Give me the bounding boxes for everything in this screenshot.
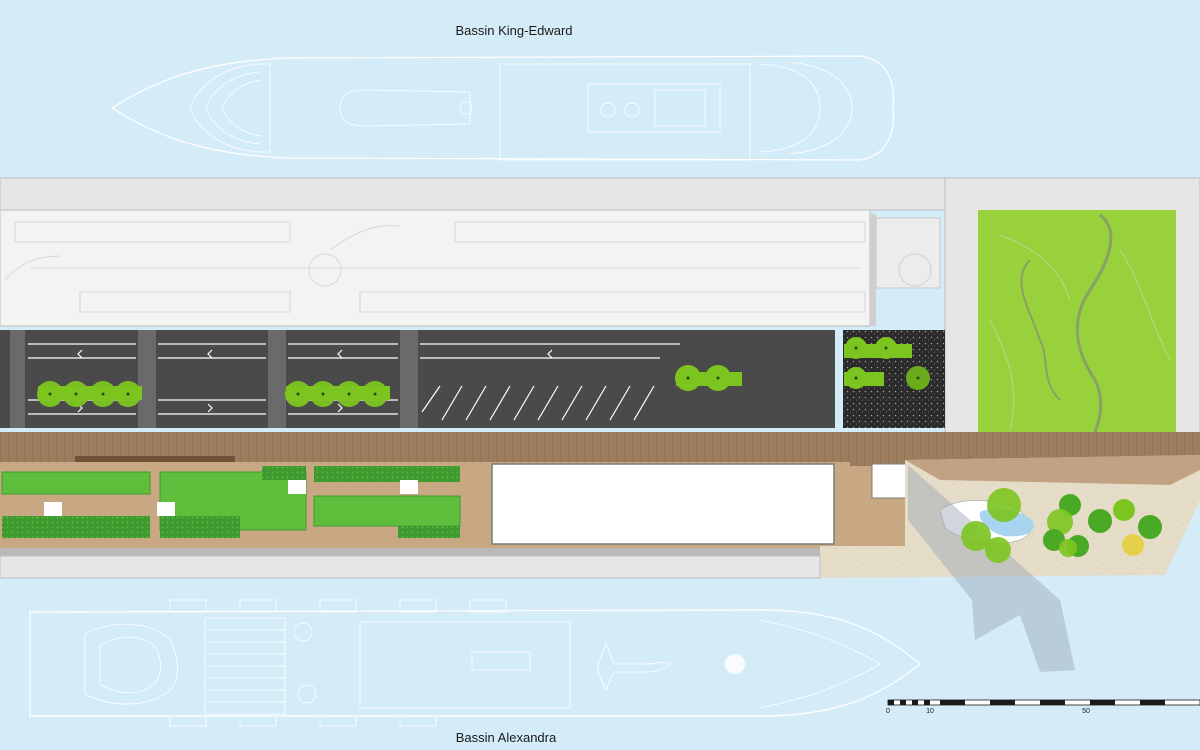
top-basin-label: Bassin King-Edward — [455, 23, 572, 38]
lane-arrow — [337, 403, 343, 413]
terminal-building — [0, 209, 941, 327]
lane-arrow — [207, 349, 213, 359]
bottom-ship-outline — [29, 599, 921, 727]
road-parking-area — [0, 330, 835, 428]
lane-arrow — [337, 349, 343, 359]
east-park-lawn — [978, 210, 1176, 434]
top-ship-outline — [110, 55, 894, 161]
scale-bar: 0 10 50 — [886, 699, 1200, 715]
lane-arrow — [207, 403, 213, 413]
promenade-gardens — [1, 466, 461, 538]
lane-arrow — [547, 349, 553, 359]
parking-trees — [37, 337, 930, 407]
scale-tick-10: 10 — [926, 708, 934, 715]
lane-arrow — [77, 349, 83, 359]
bottom-basin-label: Bassin Alexandra — [456, 730, 557, 745]
north-quay — [0, 177, 961, 211]
scale-tick-50: 50 — [1082, 708, 1090, 715]
promenade-pavilion — [491, 463, 835, 545]
kiosk — [871, 463, 907, 499]
plaza-trees — [961, 488, 1162, 563]
scale-tick-0: 0 — [886, 708, 890, 715]
south-quay-edge — [0, 555, 821, 579]
